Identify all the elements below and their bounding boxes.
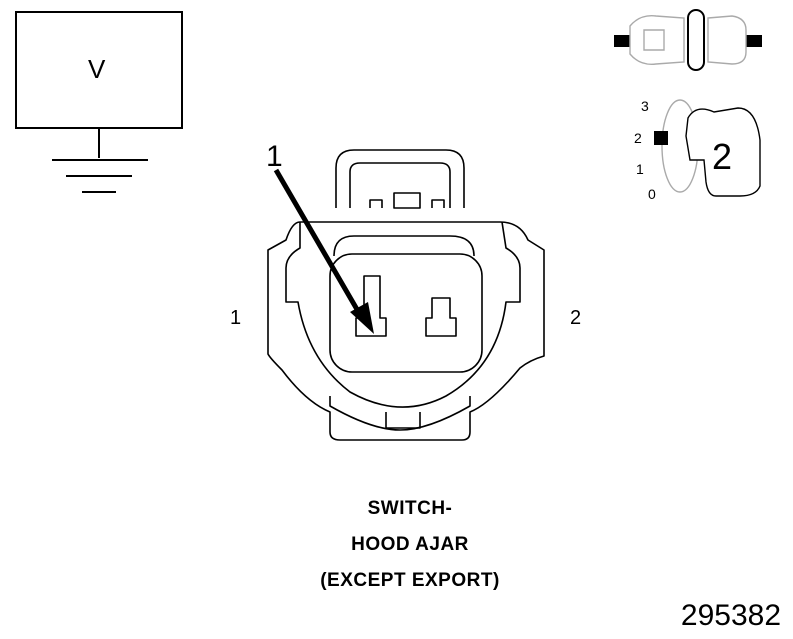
callout-arrow <box>273 168 374 334</box>
caption-line-1: SWITCH- <box>367 498 453 519</box>
caption-line-2: HOOD AJAR <box>351 534 469 555</box>
caption-line-3: (EXCEPT EXPORT) <box>320 570 500 591</box>
position-level-3: 3 <box>641 98 649 114</box>
position-indicator-icon <box>654 99 761 197</box>
tool-number: 2 <box>712 136 733 177</box>
figure-id: 295382 <box>680 599 781 632</box>
voltmeter-symbol: V <box>88 54 106 84</box>
connector-face <box>267 149 545 441</box>
position-level-2: 2 <box>634 130 642 146</box>
position-level-0: 0 <box>648 186 656 202</box>
callout-number: 1 <box>266 140 283 173</box>
cavity-label-left: 1 <box>230 307 242 329</box>
cavity-label-right: 2 <box>570 307 582 329</box>
connector-icon <box>614 9 762 71</box>
voltmeter-ground-symbol <box>15 11 183 193</box>
position-level-1: 1 <box>636 161 644 177</box>
